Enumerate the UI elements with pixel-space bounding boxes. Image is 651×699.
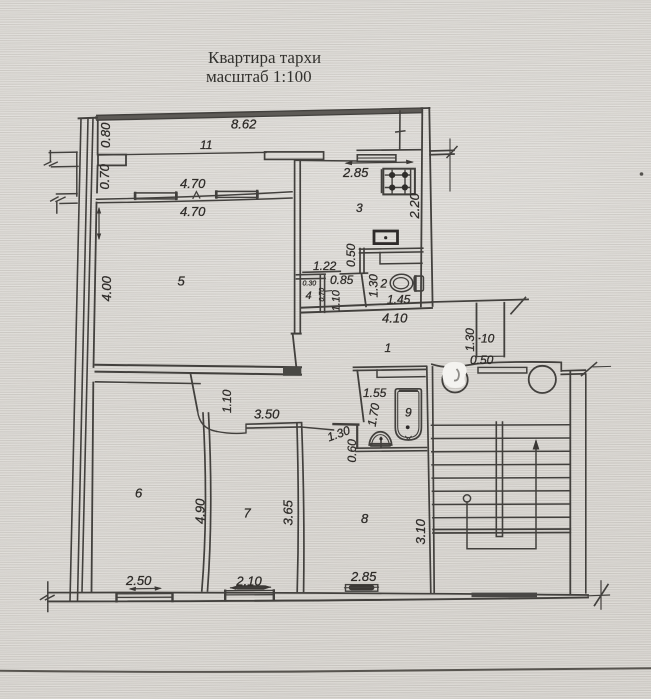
svg-text:4.90: 4.90 xyxy=(193,498,208,524)
svg-text:9: 9 xyxy=(405,406,412,420)
svg-text:2.10: 2.10 xyxy=(235,574,262,589)
svg-text:0.85: 0.85 xyxy=(330,273,354,287)
svg-text:3: 3 xyxy=(356,201,363,215)
svg-text:1.70: 1.70 xyxy=(365,402,383,428)
svg-text:0.50: 0.50 xyxy=(344,243,358,267)
svg-text:1.30: 1.30 xyxy=(463,328,477,352)
svg-text:2.50: 2.50 xyxy=(125,573,152,588)
svg-text:0.30: 0.30 xyxy=(303,281,317,288)
svg-text:масштаб 1:100: масштаб 1:100 xyxy=(206,67,312,86)
svg-text:6: 6 xyxy=(135,486,143,501)
svg-text:4.70: 4.70 xyxy=(180,204,206,219)
svg-text:0.70: 0.70 xyxy=(97,163,112,189)
svg-text:4.00: 4.00 xyxy=(99,275,114,301)
svg-text:4: 4 xyxy=(306,290,312,302)
svg-text:3.50: 3.50 xyxy=(254,407,280,422)
svg-text:2.85: 2.85 xyxy=(342,165,369,180)
svg-text:11: 11 xyxy=(200,138,212,152)
svg-text:1: 1 xyxy=(385,341,392,355)
svg-text:0.80: 0.80 xyxy=(98,122,113,148)
svg-text:0.50: 0.50 xyxy=(470,353,494,367)
svg-text:4.70: 4.70 xyxy=(180,176,206,191)
svg-text:4.10: 4.10 xyxy=(382,311,408,326)
svg-text:1.10: 1.10 xyxy=(331,289,343,311)
svg-text:3.10: 3.10 xyxy=(413,518,428,544)
svg-text:2.85: 2.85 xyxy=(350,569,377,584)
svg-text:1.45: 1.45 xyxy=(387,293,411,307)
svg-text:Квартира тархи: Квартира тархи xyxy=(208,48,321,67)
svg-text:3.65: 3.65 xyxy=(281,499,296,525)
svg-text:10: 10 xyxy=(481,332,495,346)
svg-text:1.55: 1.55 xyxy=(363,386,387,400)
svg-text:7: 7 xyxy=(244,506,252,521)
svg-text:0.60: 0.60 xyxy=(345,439,359,463)
svg-text:8.62: 8.62 xyxy=(231,117,257,132)
svg-text:1.10: 1.10 xyxy=(220,389,234,413)
svg-text:2: 2 xyxy=(380,277,388,291)
svg-text:1.30: 1.30 xyxy=(367,274,381,298)
svg-text:1.22: 1.22 xyxy=(313,259,337,273)
svg-text:5: 5 xyxy=(178,274,186,289)
svg-text:0.70: 0.70 xyxy=(319,288,326,302)
svg-text:8: 8 xyxy=(361,511,369,526)
svg-text:2.20: 2.20 xyxy=(407,192,422,219)
